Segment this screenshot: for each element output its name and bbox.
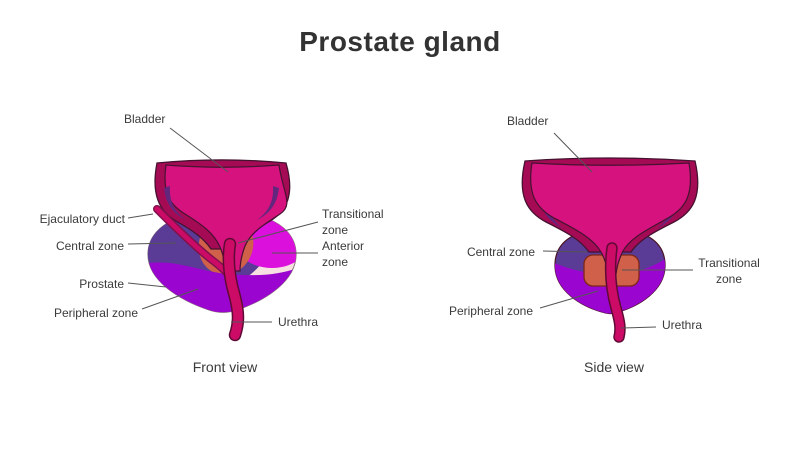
side-urethra-label: Urethra xyxy=(662,318,703,332)
front-prostate-label: Prostate xyxy=(79,277,124,291)
front-ejaculatory-duct-leader-line xyxy=(127,213,154,219)
side-bladder-inner-shape xyxy=(530,162,692,275)
front-central-zone-label: Central zone xyxy=(55,239,124,253)
front-view-caption: Front view xyxy=(192,359,258,375)
front-urethra-label: Urethra xyxy=(278,315,319,329)
front-prostate-leader-line xyxy=(127,282,167,288)
front-bladder-label: Bladder xyxy=(124,112,166,126)
front-transitional-zone-leader-line xyxy=(237,221,319,244)
front-peripheral-zone-shape xyxy=(147,262,297,313)
side-peripheral-zone-label: Peripheral zone xyxy=(448,304,533,318)
front-view-diagram xyxy=(147,159,297,342)
side-bladder-leader-line xyxy=(553,132,593,173)
side-view-caption: Side view xyxy=(584,359,644,375)
side-urethra-leader-line xyxy=(620,326,657,329)
front-central-zone-leader-line xyxy=(127,242,177,245)
front-anterior-zone-label: Anterior zone xyxy=(322,239,365,269)
front-bladder-inner-shape xyxy=(164,164,288,272)
side-peripheral-zone-leader-line xyxy=(539,290,599,309)
front-peripheral-zone-leader-line xyxy=(141,288,199,310)
side-bladder-label: Bladder xyxy=(507,114,549,128)
front-bladder-shadow-right xyxy=(257,186,279,220)
front-bladder-shadow-left xyxy=(164,186,186,220)
side-view-diagram xyxy=(521,157,699,343)
side-transitional-zone-label: Transitional zone xyxy=(698,256,760,286)
front-bladder-leader-line xyxy=(169,127,229,173)
leader-lines xyxy=(127,127,693,329)
front-peripheral-zone-label: Peripheral zone xyxy=(53,306,138,320)
front-transitional-zone-label: Transitional zone xyxy=(322,207,384,237)
side-central-zone-label: Central zone xyxy=(466,245,535,259)
side-urethra-shape xyxy=(606,243,625,342)
front-urethra-shape xyxy=(224,239,243,340)
page-title: Prostate gland xyxy=(299,26,501,57)
side-central-zone-leader-line xyxy=(542,250,588,253)
front-ejaculatory-duct-label: Ejaculatory duct xyxy=(39,212,125,226)
